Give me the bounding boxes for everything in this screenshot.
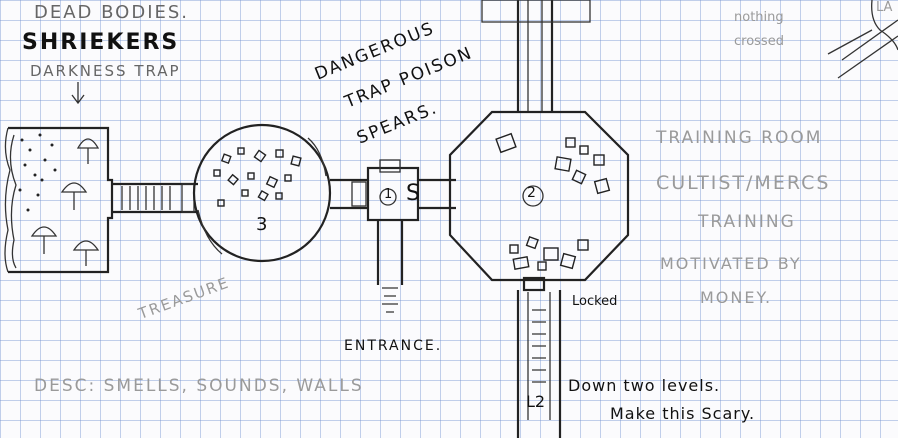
corridor-middle (330, 178, 368, 210)
note-training-room-1: TRAINING ROOM (656, 128, 823, 148)
locked-corridor (516, 276, 562, 438)
room-1 (366, 159, 420, 222)
arrow-down-icon (71, 82, 85, 105)
room-1-label: 1 (384, 187, 393, 202)
entrance-corridor (376, 220, 404, 313)
corridor-north (481, 0, 591, 112)
shriekers-cave (4, 126, 114, 274)
corridor-west (112, 182, 198, 214)
room-3-label: 3 (256, 214, 270, 235)
note-training-room-4: MOTIVATED BY (660, 254, 802, 273)
secret-door-label: S (406, 181, 422, 206)
note-dead-bodies: DEAD BODIES. (34, 2, 190, 23)
note-down-two-levels: Down two levels. (568, 376, 721, 395)
note-training-room-2: CULTIST/MERCS (656, 172, 831, 194)
note-shriekers: SHRIEKERS (22, 30, 180, 55)
note-entrance: ENTRANCE. (344, 338, 443, 354)
note-locked: Locked (572, 294, 618, 309)
note-desc: DESC: SMELLS, SOUNDS, WALLS (34, 376, 364, 396)
note-nothing: nothing (734, 10, 784, 25)
note-darkness-trap: DARKNESS TRAP (30, 62, 181, 80)
mushroom-icon (60, 182, 88, 210)
room-2-label: 2 (527, 185, 536, 201)
mushroom-icon (76, 138, 100, 164)
room-2 (448, 110, 630, 282)
note-training-room-3: TRAINING (698, 212, 796, 232)
mushroom-icon (30, 226, 58, 254)
sketch-lines (827, 0, 898, 79)
note-crossed: crossed (734, 34, 784, 49)
room-3 (192, 123, 332, 263)
mushroom-icon (72, 240, 100, 266)
note-training-room-5: MONEY. (700, 288, 773, 307)
note-corner-partial: LA (876, 0, 893, 15)
note-make-scary: Make this Scary. (610, 404, 756, 423)
level-marker-label: L2 (526, 392, 546, 411)
